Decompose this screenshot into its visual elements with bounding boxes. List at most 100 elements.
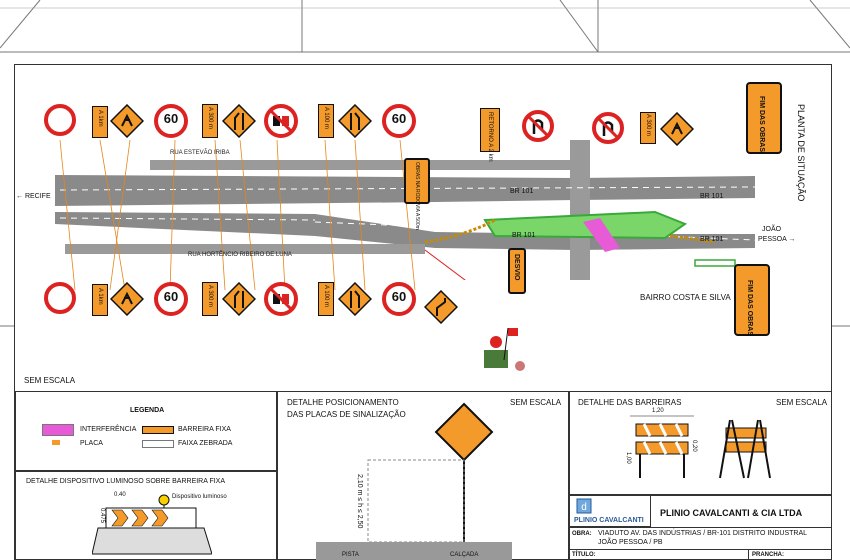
sign-distance-100-bottom bbox=[318, 282, 334, 316]
legend-faixa-swatch bbox=[142, 440, 174, 448]
detail-placas-title-1: DETALHE POSICIONAMENTO bbox=[287, 398, 399, 407]
no-uturn-icon-2 bbox=[596, 116, 620, 140]
direction-pessoa: PESSOA → bbox=[758, 236, 796, 243]
sign-no-overtake-bottom bbox=[264, 282, 298, 316]
sign-distance-100-top-label: A 100 m bbox=[323, 107, 329, 130]
barrier-dim-1: 1,20 bbox=[652, 408, 664, 414]
legend-interferencia-label: INTERFERÊNCIA bbox=[80, 426, 137, 433]
speed-60-value: 60 bbox=[163, 111, 179, 126]
flagger-worker-icon bbox=[484, 327, 525, 371]
titulo-label: TÍTULO: bbox=[572, 552, 596, 558]
company-name: PLINIO CAVALCANTI & CIA LTDA bbox=[660, 508, 803, 518]
speed-60-value: 60 bbox=[163, 289, 179, 304]
obra-label: OBRA: bbox=[572, 531, 592, 537]
sign-retorno-label: RETORNO A 2 km bbox=[487, 112, 493, 162]
sign-desvio bbox=[508, 248, 526, 294]
legend-title: LEGENDA bbox=[130, 407, 165, 414]
sign-worker-icon-right bbox=[660, 112, 694, 146]
highway-label-4: BR 101 bbox=[700, 236, 724, 243]
highway-label-3: BR 101 bbox=[512, 232, 536, 239]
sign-lane-merge-icon-top bbox=[222, 104, 256, 138]
no-overtake-icon-bottom bbox=[268, 286, 294, 312]
sign-speed-left-bottom bbox=[44, 282, 76, 314]
barrier-luminoso-drawing bbox=[92, 494, 212, 555]
company-logo-icon: d bbox=[576, 498, 592, 514]
highway-label-2: BR 101 bbox=[700, 193, 724, 200]
prancha-label: PRANCHA: bbox=[752, 552, 784, 558]
luminoso-label: Dispositivo luminoso bbox=[172, 494, 227, 500]
sign-distance-1km-bottom bbox=[92, 284, 108, 316]
sign-speed-60-bottom-2: 60 bbox=[382, 282, 416, 316]
sign-distance-1km-bottom-label: A 1km bbox=[97, 288, 103, 305]
sign-distance-300-right-label: A 300 m bbox=[645, 114, 651, 137]
logo-box bbox=[569, 495, 651, 527]
sign-distance-1km-top bbox=[92, 106, 108, 138]
sign-speed-left-top bbox=[44, 104, 76, 136]
sign-obras-ahead-label: OBRAS NA RODOVIA A 500m bbox=[414, 162, 420, 230]
sign-distance-300-bottom-label: A 300 m bbox=[207, 285, 213, 308]
placa-height-label: 2,10 m ≤ h ≤ 2,50 bbox=[356, 474, 363, 529]
sign-lane-merge-icon-bottom-2 bbox=[338, 282, 372, 316]
sign-distance-300-right bbox=[640, 112, 656, 144]
sign-fim-obras-top bbox=[746, 82, 782, 154]
sign-lane-merge-icon-top-2 bbox=[338, 104, 372, 138]
sign-worker-icon-bottom bbox=[110, 282, 144, 316]
sign-distance-100-top bbox=[318, 104, 334, 138]
sign-leaders bbox=[59, 139, 416, 291]
barrier-drawings bbox=[630, 415, 771, 479]
legend-barreira-label: BARREIRA FIXA bbox=[178, 426, 231, 433]
sign-fim-obras-top-label: FIM DAS OBRAS bbox=[758, 96, 765, 152]
speed-60-value: 60 bbox=[391, 289, 407, 304]
sign-speed-60-top-2: 60 bbox=[382, 104, 416, 138]
svg-text:d: d bbox=[581, 502, 587, 513]
sign-worker-icon-top bbox=[110, 104, 144, 138]
sign-speed-60-bottom-1: 60 bbox=[154, 282, 188, 316]
sheet-header-lines bbox=[0, 0, 850, 53]
detail-barreiras-scale: SEM ESCALA bbox=[776, 398, 828, 407]
detail-placas-title-2: DAS PLACAS DE SINALIZAÇÃO bbox=[287, 410, 406, 419]
placa-position-drawing bbox=[316, 402, 512, 560]
detail-luminoso-title: DETALHE DISPOSITIVO LUMINOSO SOBRE BARRE… bbox=[26, 478, 226, 485]
sign-desvio-label: DESVIO bbox=[513, 254, 520, 281]
neighborhood-label: BAIRRO COSTA E SILVA bbox=[640, 293, 731, 302]
sign-no-uturn-2 bbox=[592, 112, 624, 144]
title-block-divider-1 bbox=[569, 527, 832, 528]
detail-barreiras-title: DETALHE DAS BARREIRAS bbox=[578, 398, 682, 407]
legend-panel bbox=[15, 391, 277, 471]
obra-line-2: JOÃO PESSOA / PB bbox=[598, 539, 663, 546]
sign-distance-100-bottom-label: A 100 m bbox=[323, 285, 329, 308]
street-top-label: RUA ESTEVÃO IRIBA bbox=[170, 150, 230, 156]
title-block-divider-3 bbox=[748, 549, 749, 560]
title-block-divider-2 bbox=[569, 549, 832, 550]
legend-placa-label: PLACA bbox=[80, 440, 103, 447]
sheet-side-lines bbox=[0, 325, 850, 327]
plan-scale: SEM ESCALA bbox=[24, 376, 76, 385]
direction-recife: ← RECIFE bbox=[16, 193, 51, 200]
speed-60-value: 60 bbox=[391, 111, 407, 126]
street-bottom-label: RUA HORTÊNCIO RIBEIRO DE LUNA bbox=[188, 252, 292, 258]
legend-barreira-swatch bbox=[142, 426, 174, 434]
barrier-dim-3: 1,00 bbox=[625, 452, 631, 464]
luminoso-dim-w: 0.40 bbox=[114, 492, 126, 498]
detail-placas-scale: SEM ESCALA bbox=[510, 398, 562, 407]
sign-distance-300-top-label: A 300 m bbox=[207, 107, 213, 130]
placa-calcada-label: CALÇADA bbox=[450, 552, 479, 558]
sign-distance-300-top bbox=[202, 104, 218, 138]
sign-distance-300-bottom bbox=[202, 282, 218, 316]
sign-distance-1km-top-label: A 1km bbox=[97, 110, 103, 127]
detail-barreiras-panel bbox=[569, 391, 832, 495]
sign-lane-shift-icon-bottom bbox=[424, 290, 458, 324]
sign-retorno bbox=[480, 108, 500, 152]
company-logo-text: PLINIO CAVALCANTI bbox=[574, 517, 644, 524]
sign-lane-merge-icon-bottom bbox=[222, 282, 256, 316]
placa-pista-label: PISTA bbox=[342, 552, 359, 558]
no-overtake-icon-top bbox=[268, 108, 294, 134]
sign-fim-obras-bottom-label: FIM DAS OBRAS bbox=[746, 280, 753, 336]
no-uturn-icon-1 bbox=[526, 114, 550, 138]
sign-fim-obras-bottom bbox=[734, 264, 770, 336]
obra-line-1: VIADUTO AV. DAS INDÚSTRIAS / BR-101 DIST… bbox=[598, 530, 808, 537]
direction-joao: JOÃO bbox=[762, 226, 782, 233]
legend-interferencia-swatch bbox=[42, 424, 74, 436]
sign-speed-60-top-1: 60 bbox=[154, 104, 188, 138]
sign-obras-ahead bbox=[404, 158, 430, 204]
